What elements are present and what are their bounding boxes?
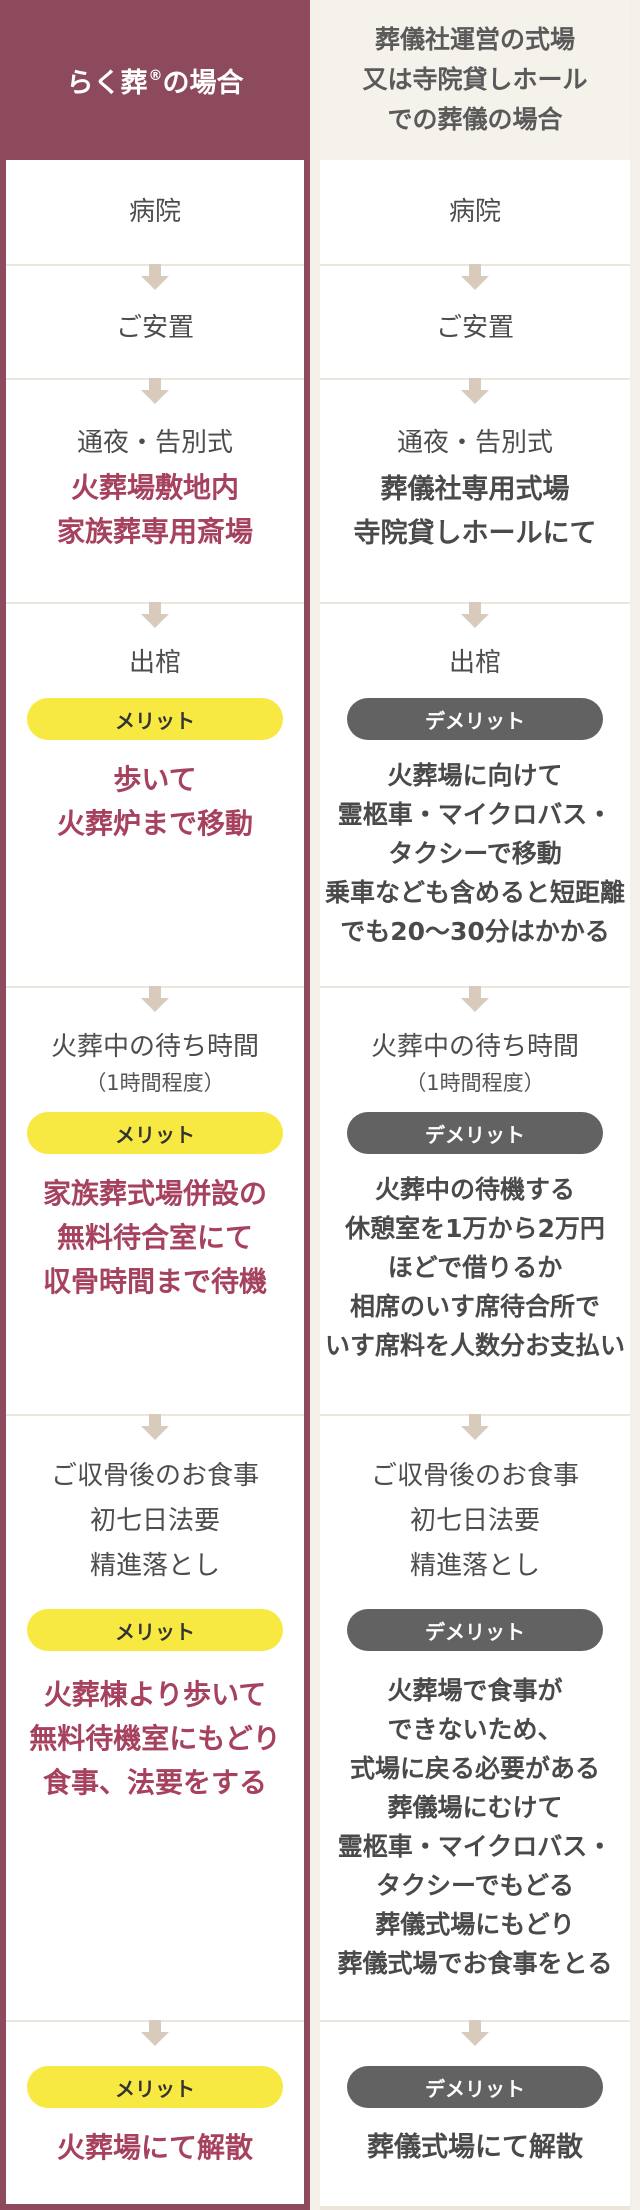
highlight-line: 無料待機室にもどり bbox=[29, 1722, 281, 1755]
step-end: デメリット 葬儀式場にて解散 bbox=[320, 2020, 630, 2206]
step-end: メリット 火葬場にて解散 bbox=[6, 2020, 304, 2204]
step-shukkan: 出棺 デメリット 火葬場に向けて 霊柩車・マイクロバス・ タクシーで移動 乗車な… bbox=[320, 602, 630, 986]
step-meal: ご収骨後のお食事 初七日法要 精進落とし メリット 火葬棟より歩いて 無料待機室… bbox=[6, 1414, 304, 2020]
highlight-line: 火葬中の待機する bbox=[374, 1175, 575, 1204]
registered-mark: ® bbox=[148, 67, 163, 84]
highlight-line: 火葬場に向けて bbox=[387, 761, 563, 790]
step-sublabel: （1時間程度） bbox=[405, 1071, 545, 1095]
step-sublabel: （1時間程度） bbox=[85, 1071, 225, 1095]
highlight-line: タクシーで移動 bbox=[388, 839, 562, 868]
highlight-line: 火葬場にて解散 bbox=[56, 2131, 253, 2164]
highlight-line: 休憩室を1万から2万円 bbox=[345, 1214, 605, 1243]
step-label: 通夜・告別式 bbox=[396, 428, 553, 458]
demerit-badge: デメリット bbox=[347, 1609, 603, 1651]
step-meal: ご収骨後のお食事 初七日法要 精進落とし デメリット 火葬場で食事が できないた… bbox=[320, 1414, 630, 2020]
step-anchi: ご安置 bbox=[6, 264, 304, 378]
demerit-badge: デメリット bbox=[347, 2066, 603, 2108]
highlight-line: いす席料を人数分お支払い bbox=[324, 1331, 625, 1360]
step-label: 初七日法要 bbox=[89, 1506, 220, 1536]
merit-badge: メリット bbox=[27, 1609, 283, 1651]
funeral-hall-column: 葬儀社運営の式場 又は寺院貸しホール での葬儀の場合 病院 ご安置 通夜・告別式… bbox=[320, 0, 630, 2210]
step-wait: 火葬中の待ち時間 （1時間程度） メリット 家族葬式場併設の 無料待合室にて 収… bbox=[6, 986, 304, 1414]
rakuso-title: らく葬®の場合 bbox=[66, 67, 244, 99]
demerit-badge: デメリット bbox=[347, 1112, 603, 1154]
highlight-line: 式場に戻る必要がある bbox=[349, 1754, 600, 1783]
step-label: 初七日法要 bbox=[409, 1506, 540, 1536]
step-tsuya: 通夜・告別式 火葬場敷地内 家族葬専用斎場 bbox=[6, 378, 304, 602]
demerit-badge: デメリット bbox=[347, 698, 603, 740]
step-label: ご収骨後のお食事 bbox=[50, 1461, 259, 1491]
step-label: ご安置 bbox=[115, 313, 194, 343]
highlight-line: 収骨時間まで待機 bbox=[42, 1265, 267, 1298]
step-label: 通夜・告別式 bbox=[76, 428, 233, 458]
merit-badge: メリット bbox=[27, 1112, 283, 1154]
header-line: での葬儀の場合 bbox=[387, 105, 563, 134]
highlight-line: 霊柩車・マイクロバス・ bbox=[337, 800, 613, 829]
header-line: 又は寺院貸しホール bbox=[362, 65, 588, 94]
step-label: 火葬中の待ち時間 bbox=[50, 1032, 259, 1062]
highlight-line: 家族葬式場併設の bbox=[42, 1177, 267, 1210]
highlight-line: 相席のいす席待合所で bbox=[349, 1292, 600, 1321]
step-label: 病院 bbox=[128, 197, 181, 227]
highlight-line: ほどで借りるか bbox=[387, 1253, 563, 1282]
highlight-line: 家族葬専用斎場 bbox=[56, 515, 253, 548]
step-label: ご収骨後のお食事 bbox=[370, 1461, 579, 1491]
highlight-line: 葬儀式場にて解散 bbox=[367, 2132, 583, 2163]
step-tsuya: 通夜・告別式 葬儀社専用式場 寺院貸しホールにて bbox=[320, 378, 630, 602]
step-wait: 火葬中の待ち時間 （1時間程度） デメリット 火葬中の待機する 休憩室を1万から… bbox=[320, 986, 630, 1414]
highlight-line: 乗車なども含めると短距離 bbox=[324, 878, 625, 907]
step-label: 精進落とし bbox=[409, 1551, 540, 1581]
highlight-line: 火葬場敷地内 bbox=[70, 471, 239, 504]
highlight-line: 葬儀式場にもどり bbox=[375, 1910, 575, 1939]
step-anchi: ご安置 bbox=[320, 264, 630, 378]
highlight-line: 葬儀場にむけて bbox=[387, 1793, 563, 1822]
highlight-line: 葬儀社専用式場 bbox=[380, 474, 570, 505]
funeral-hall-header: 葬儀社運営の式場 又は寺院貸しホール での葬儀の場合 bbox=[320, 0, 630, 160]
merit-badge: メリット bbox=[27, 698, 283, 740]
header-line: 葬儀社運営の式場 bbox=[374, 25, 575, 54]
highlight-line: 葬儀式場でお食事をとる bbox=[337, 1949, 613, 1978]
highlight-line: 歩いて bbox=[113, 763, 197, 796]
highlight-line: 食事、法要をする bbox=[42, 1766, 267, 1799]
step-hospital: 病院 bbox=[6, 160, 304, 264]
step-label: ご安置 bbox=[435, 313, 514, 343]
highlight-line: 火葬棟より歩いて bbox=[43, 1678, 267, 1711]
merit-badge: メリット bbox=[27, 2066, 283, 2108]
highlight-line: できないため、 bbox=[387, 1715, 563, 1744]
step-label: 病院 bbox=[448, 197, 501, 227]
highlight-line: 霊柩車・マイクロバス・ bbox=[337, 1832, 613, 1861]
highlight-line: 火葬炉まで移動 bbox=[56, 807, 253, 840]
step-label: 出棺 bbox=[128, 648, 181, 678]
highlight-line: でも20〜30分はかかる bbox=[340, 917, 610, 946]
highlight-line: 寺院貸しホールにて bbox=[353, 518, 597, 549]
step-hospital: 病院 bbox=[320, 160, 630, 264]
rakuso-flow: 病院 ご安置 通夜・告別式 火葬場敷地内 家族葬専用斎場 出棺 メリット 歩いて… bbox=[6, 160, 304, 2204]
step-label: 出棺 bbox=[448, 648, 501, 678]
funeral-hall-flow: 病院 ご安置 通夜・告別式 葬儀社専用式場 寺院貸しホールにて 出棺 デメリット… bbox=[320, 160, 630, 2206]
rakuso-header: らく葬®の場合 bbox=[6, 0, 304, 160]
rakuso-column: らく葬®の場合 病院 ご安置 通夜・告別式 火葬場敷地内 家族葬専用斎場 出棺 … bbox=[0, 0, 310, 2210]
highlight-line: 無料待合室にて bbox=[56, 1221, 253, 1254]
step-label: 火葬中の待ち時間 bbox=[370, 1032, 579, 1062]
highlight-line: 火葬場で食事が bbox=[387, 1676, 563, 1705]
step-shukkan: 出棺 メリット 歩いて 火葬炉まで移動 bbox=[6, 602, 304, 986]
step-label: 精進落とし bbox=[89, 1551, 220, 1581]
highlight-line: タクシーでもどる bbox=[375, 1871, 574, 1900]
